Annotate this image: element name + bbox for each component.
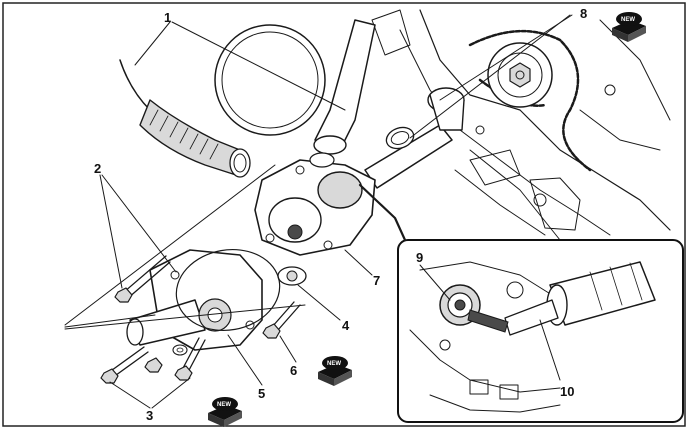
callout-10: 10 xyxy=(560,384,574,399)
bolt-3a xyxy=(100,346,149,384)
installer-tool xyxy=(467,261,656,336)
camshaft-sprocket xyxy=(487,42,553,108)
new-label: NEW xyxy=(621,17,635,23)
callout-1: 1 xyxy=(164,10,171,25)
washer-3 xyxy=(172,344,188,356)
engine-block xyxy=(371,9,671,256)
callout-5: 5 xyxy=(258,386,265,401)
leader-lines xyxy=(64,14,573,409)
engine-cover xyxy=(214,24,326,136)
bolt-2 xyxy=(114,255,171,303)
callout-4: 4 xyxy=(342,318,350,333)
new-part-icon-mid: NEW xyxy=(318,356,352,386)
detail-inset xyxy=(397,239,684,423)
callout-3: 3 xyxy=(146,408,153,423)
callout-8: 8 xyxy=(580,6,587,21)
new-part-icon-top: NEW xyxy=(612,12,646,42)
water-pump xyxy=(126,249,263,351)
bolt-6 xyxy=(262,301,301,339)
radiator-hose xyxy=(119,59,251,178)
callout-7: 7 xyxy=(373,273,380,288)
new-label: NEW xyxy=(217,402,231,408)
callout-2: 2 xyxy=(94,161,101,176)
callout-6: 6 xyxy=(290,363,297,378)
callout-9: 9 xyxy=(416,250,423,265)
new-label: NEW xyxy=(327,361,341,367)
new-part-icon-bottom: NEW xyxy=(208,397,242,427)
water-pipe xyxy=(364,87,465,189)
o-ring xyxy=(175,248,281,332)
thermostat-housing xyxy=(254,152,376,256)
bolt-3c xyxy=(144,357,163,373)
thermo-switch xyxy=(277,266,307,286)
upper-hose xyxy=(313,19,376,155)
